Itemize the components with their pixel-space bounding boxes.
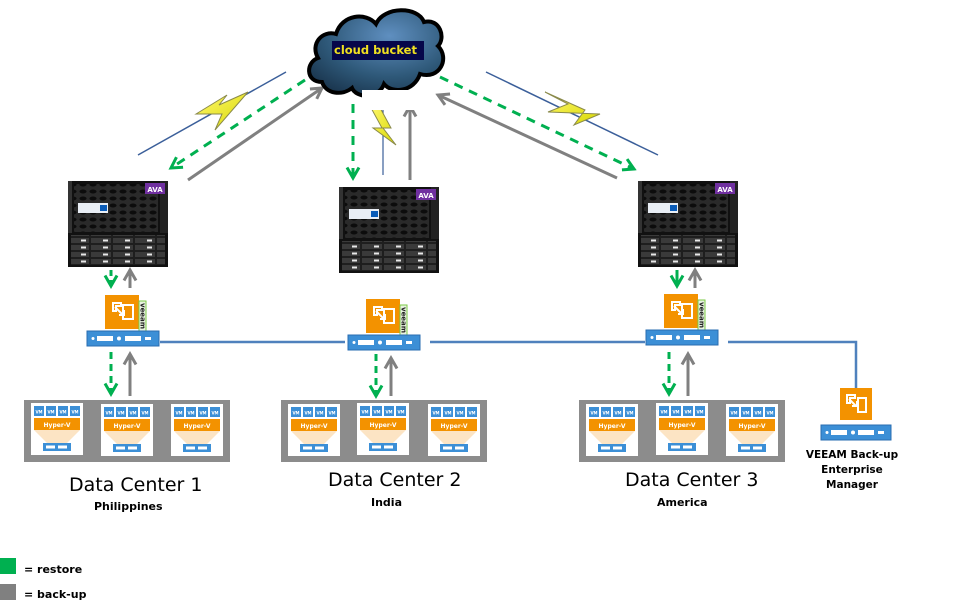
vm-label: VM <box>199 411 206 416</box>
lightning-bolt-icon <box>194 91 249 131</box>
cloud-arrows <box>168 75 637 182</box>
em-label-line: Enterprise <box>821 464 883 476</box>
vm-label: VM <box>432 411 439 416</box>
restore-arrow-dc3 <box>439 75 637 172</box>
veeam-proxy-dc2 <box>347 298 421 351</box>
dc2-hosts <box>281 400 487 462</box>
veeam-enterprise-manager-icon <box>820 388 892 441</box>
network-links <box>160 340 858 388</box>
vm-label: VM <box>361 410 368 415</box>
vm-label: VM <box>373 410 380 415</box>
vm-label: VM <box>444 411 451 416</box>
hyperv-label: Hyper-V <box>599 423 626 430</box>
vm-label: VM <box>316 411 323 416</box>
vm-label: VM <box>684 410 691 415</box>
dc3-location: America <box>657 496 708 509</box>
vm-label: VM <box>187 411 194 416</box>
lightning-bolt-icon <box>544 91 601 127</box>
dc2-title: Data Center 2 <box>328 469 462 491</box>
vm-label: VM <box>602 411 609 416</box>
ava-badge: AVA <box>147 186 163 194</box>
vm-label: VM <box>141 411 148 416</box>
vm-label: VM <box>328 411 335 416</box>
vm-label: VM <box>730 411 737 416</box>
dc3-title: Data Center 3 <box>625 469 759 491</box>
dc3-hosts <box>579 400 785 462</box>
dc2-location: India <box>371 496 402 509</box>
vm-label: VM <box>742 411 749 416</box>
em-label-line: VEEAM Back-up <box>805 449 899 461</box>
vm-label: VM <box>397 410 404 415</box>
veeam-proxy-dc1 <box>86 294 160 347</box>
vm-label: VM <box>59 410 66 415</box>
vm-label: VM <box>385 410 392 415</box>
vm-label: VM <box>660 410 667 415</box>
vm-label: VM <box>211 411 218 416</box>
vm-label: VM <box>71 410 78 415</box>
vm-label: VM <box>117 411 124 416</box>
network-link-dc3-manager <box>728 340 858 388</box>
veeam-brand-label: veeam <box>400 307 408 333</box>
legend-label-backup: = back-up <box>24 588 87 601</box>
hyperv-label: Hyper-V <box>184 423 211 430</box>
backup-arrow-dc3 <box>435 92 618 180</box>
ava-badge: AVA <box>418 192 434 200</box>
backup-arrow-dc1 <box>187 86 325 182</box>
vm-label: VM <box>304 411 311 416</box>
vm-label: VM <box>175 411 182 416</box>
cloud-bucket-icon <box>307 8 446 110</box>
hyperv-label: Hyper-V <box>441 423 468 430</box>
veeam-brand-label: veeam <box>139 303 147 329</box>
vm-label: VM <box>626 411 633 416</box>
vm-label: VM <box>672 410 679 415</box>
local-arrows <box>103 266 703 400</box>
em-label-line: Manager <box>826 479 878 491</box>
restore-arrow-dc1 <box>168 78 306 170</box>
vm-label: VM <box>47 410 54 415</box>
vm-label: VM <box>614 411 621 416</box>
vm-label: VM <box>754 411 761 416</box>
hyperv-label: Hyper-V <box>114 423 141 430</box>
vm-label: VM <box>129 411 136 416</box>
vm-label: VM <box>456 411 463 416</box>
vm-label: VM <box>35 410 42 415</box>
ava-badge: AVA <box>717 186 733 194</box>
vm-label: VM <box>766 411 773 416</box>
hyperv-label: Hyper-V <box>301 423 328 430</box>
wan-line <box>485 71 659 156</box>
hyperv-label: Hyper-V <box>669 422 696 429</box>
vm-label: VM <box>696 410 703 415</box>
veeam-brand-label: veeam <box>698 302 706 328</box>
wan-link-dc3 <box>485 71 659 156</box>
wan-link-dc1 <box>137 71 287 156</box>
dc1-location: Philippines <box>94 500 163 513</box>
vm-label: VM <box>468 411 475 416</box>
vm-label: VM <box>105 411 112 416</box>
dc1-title: Data Center 1 <box>69 474 203 496</box>
veeam-proxy-dc3 <box>645 293 719 346</box>
hyperv-label: Hyper-V <box>739 423 766 430</box>
hyperv-label: Hyper-V <box>44 422 71 429</box>
dc1-hosts <box>24 400 230 462</box>
cloud-bucket-label: cloud bucket <box>332 41 424 60</box>
hyperv-label: Hyper-V <box>370 422 397 429</box>
legend-swatch-restore <box>0 558 16 574</box>
legend-swatch-backup <box>0 584 16 600</box>
legend-label-restore: = restore <box>24 563 83 576</box>
enterprise-manager-label: VEEAM Back-up Enterprise Manager <box>804 448 900 493</box>
vm-label: VM <box>292 411 299 416</box>
vm-label: VM <box>590 411 597 416</box>
